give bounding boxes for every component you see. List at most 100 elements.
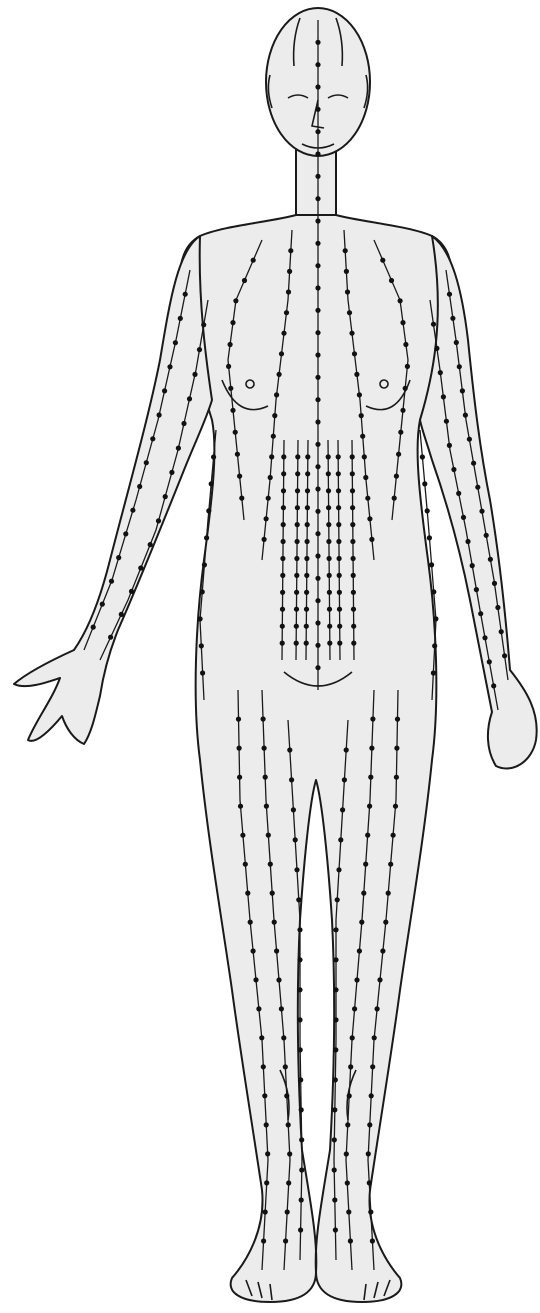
meridian-chest-left-inner-point	[359, 413, 364, 418]
meridian-chest-right-inner-point	[281, 331, 286, 336]
meridian-chest-left-outer-point	[403, 342, 408, 347]
meridian-left-flank-point	[431, 670, 436, 675]
meridian-left-arm-b-point	[434, 346, 439, 351]
meridian-right-arm-b-point	[156, 518, 161, 523]
meridian-central-point	[315, 129, 320, 134]
meridian-abdomen-3-point	[305, 505, 310, 510]
meridian-chest-left-outer-point	[400, 408, 405, 413]
meridian-right-arm-b-point	[187, 396, 192, 401]
meridian-right-leg-outer-point	[236, 717, 241, 722]
meridian-abdomen-3-point	[305, 539, 310, 544]
meridian-abdomen-1-point	[281, 488, 286, 493]
meridian-central-point	[315, 531, 320, 536]
meridian-left-leg-inner-point	[338, 837, 343, 842]
meridian-left-arm-a-point	[495, 605, 500, 610]
meridian-chest-left-inner-point	[349, 331, 354, 336]
meridian-right-leg-mid-point	[279, 1006, 284, 1011]
meridian-left-arm-a-point	[479, 509, 484, 514]
meridian-right-arm-a-point	[157, 412, 162, 417]
meridian-right-arm-b-point	[148, 542, 153, 547]
meridian-right-leg-mid-point	[270, 891, 275, 896]
meridian-abdomen-2-point	[295, 488, 300, 493]
meridian-abdomen-6-point	[351, 607, 356, 612]
meridian-right-leg-mid-point	[274, 948, 279, 953]
meridian-left-arm-b-point	[444, 419, 449, 424]
meridian-right-arm-b-point	[119, 612, 124, 617]
meridian-right-leg-outer-point	[237, 775, 242, 780]
meridian-left-arm-a-point	[475, 485, 480, 490]
meridian-left-arm-a-point	[463, 413, 468, 418]
meridian-right-leg-mid-point	[266, 833, 271, 838]
meridian-central-point	[315, 218, 320, 223]
meridian-chest-left-outer-point	[380, 258, 385, 263]
meridian-right-flank-point	[198, 616, 203, 621]
meridian-chest-left-outer-point	[403, 386, 408, 391]
meridian-right-arm-b-point	[108, 635, 113, 640]
meridian-left-leg-mid-point	[346, 1209, 351, 1214]
meridian-abdomen-6-point	[350, 454, 355, 459]
meridian-central-point	[315, 509, 320, 514]
meridian-chest-left-inner-point	[367, 516, 372, 521]
meridian-chest-right-inner-point	[268, 475, 273, 480]
meridian-abdomen-4-point	[326, 522, 331, 527]
meridian-abdomen-5-point	[336, 488, 341, 493]
meridian-left-leg-mid-point	[363, 862, 368, 867]
meridian-left-leg-mid-point	[345, 1180, 350, 1185]
meridian-right-leg-outer-point	[259, 1035, 264, 1040]
meridian-central-point	[315, 196, 320, 201]
meridian-chest-right-inner-point	[271, 434, 276, 439]
meridian-right-arm-a-point	[116, 555, 121, 560]
meridian-right-leg-inner-point	[294, 867, 299, 872]
meridian-abdomen-1-point	[281, 454, 286, 459]
meridian-left-leg-outer-point	[370, 1064, 375, 1069]
meridian-central-point	[315, 375, 320, 380]
meridian-left-leg-outer-point	[395, 717, 400, 722]
meridian-right-flank-point	[211, 454, 216, 459]
meridian-right-leg-mid-point	[262, 746, 267, 751]
meridian-chest-right-inner-point	[264, 516, 269, 521]
meridian-left-arm-a-point	[492, 581, 497, 586]
meridian-right-arm-b-point	[201, 322, 206, 327]
meridian-right-leg-outer-point	[253, 977, 258, 982]
meridian-left-arm-a-point	[502, 653, 507, 658]
meridian-abdomen-3-point	[304, 590, 309, 595]
meridian-right-leg-mid-point	[285, 1209, 290, 1214]
meridian-left-arm-b-point	[461, 515, 466, 520]
meridian-left-leg-outer-point	[388, 862, 393, 867]
meridian-chest-right-outer-point	[228, 342, 233, 347]
meridian-abdomen-6-point	[351, 573, 356, 578]
meridian-chest-left-inner-point	[345, 289, 350, 294]
meridian-left-leg-mid-point	[348, 1238, 353, 1243]
meridian-abdomen-6-point	[350, 471, 355, 476]
meridian-right-leg-inner-point	[299, 1197, 304, 1202]
meridian-central-point	[315, 107, 320, 112]
meridian-abdomen-5-point	[336, 471, 341, 476]
meridian-abdomen-5-point	[337, 641, 342, 646]
meridian-abdomen-3-point	[305, 471, 310, 476]
meridian-abdomen-1-point	[281, 505, 286, 510]
meridian-left-leg-mid-point	[369, 746, 374, 751]
meridian-left-flank-point	[433, 616, 438, 621]
meridian-chest-right-outer-point	[228, 386, 233, 391]
meridian-right-arm-b-point	[169, 470, 174, 475]
meridian-right-leg-inner-point	[297, 957, 302, 962]
meridian-chest-left-outer-point	[398, 430, 403, 435]
meridian-right-leg-outer-point	[264, 1180, 269, 1185]
meridian-central-point	[315, 598, 320, 603]
meridian-left-leg-inner-point	[344, 747, 349, 752]
meridian-right-leg-mid-point	[261, 716, 266, 721]
meridian-left-leg-outer-point	[367, 1122, 372, 1127]
meridian-abdomen-4-point	[327, 556, 332, 561]
meridian-chest-left-outer-point	[396, 452, 401, 457]
torso-and-legs-outline	[180, 178, 453, 1302]
meridian-right-leg-inner-point	[298, 1047, 303, 1052]
meridian-central-point	[315, 40, 320, 45]
meridian-right-leg-inner-point	[298, 1227, 303, 1232]
meridian-right-arm-a-point	[173, 340, 178, 345]
meridian-right-leg-inner-point	[296, 897, 301, 902]
meridian-left-leg-outer-point	[386, 891, 391, 896]
meridian-right-leg-outer-point	[238, 804, 243, 809]
meridian-right-leg-outer-point	[256, 1006, 261, 1011]
meridian-left-arm-a-point	[457, 364, 462, 369]
meridian-abdomen-2-point	[294, 573, 299, 578]
